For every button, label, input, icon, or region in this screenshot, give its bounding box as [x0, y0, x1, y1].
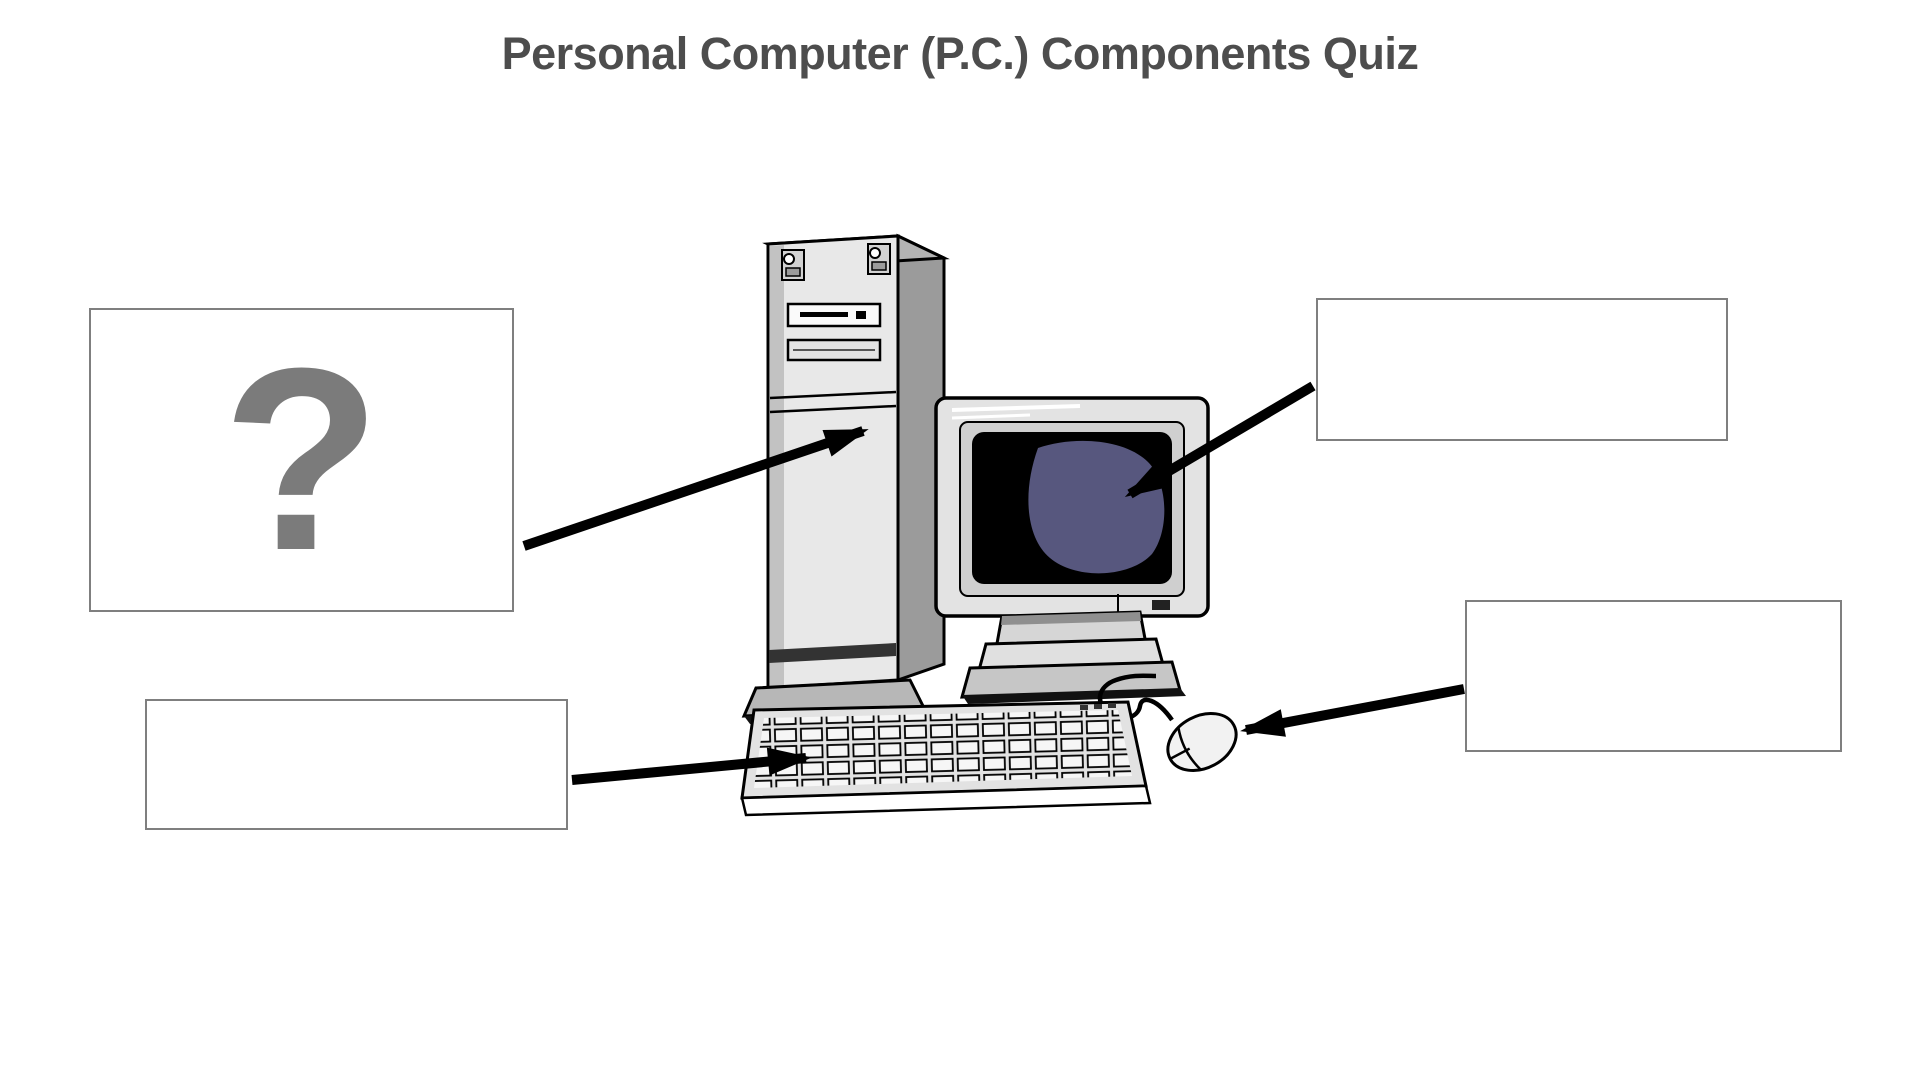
- tower-bracket-left-icon: [781, 249, 805, 281]
- answer-box-question[interactable]: ?: [89, 308, 514, 612]
- monitor-highlight: [951, 413, 1031, 420]
- keyboard-indicator-light: [1108, 703, 1116, 708]
- answer-box-mouse[interactable]: [1465, 600, 1842, 752]
- monitor-screen-glow: [1028, 440, 1165, 574]
- monitor-stand: [960, 610, 1186, 704]
- tower-illustration: [741, 233, 950, 724]
- question-mark: ?: [222, 315, 381, 605]
- tower-bottom-band: [769, 643, 896, 663]
- tower-edge-shade: [770, 245, 784, 687]
- floppy-drive: [786, 302, 882, 328]
- arrow-to-monitor-screen: [1124, 381, 1316, 499]
- tower-seam-line: [769, 390, 897, 400]
- arrow-to-mouse: [1240, 684, 1465, 737]
- arrow-to-tower: [522, 426, 869, 551]
- mouse-body: [1166, 711, 1238, 773]
- page-title: Personal Computer (P.C.) Components Quiz: [501, 28, 1419, 79]
- arrow-to-keyboard: [571, 747, 812, 785]
- monitor-power-button: [1152, 600, 1170, 610]
- keyboard-indicator-light: [1080, 705, 1088, 710]
- answer-box-monitor[interactable]: [1316, 298, 1728, 441]
- keyboard-keys: [754, 710, 1132, 788]
- quiz-arrows: [522, 381, 1465, 785]
- keyboard-front-edge: [740, 784, 1152, 817]
- monitor-highlight: [951, 404, 1081, 412]
- tower-bracket-right-icon: [867, 243, 891, 275]
- cd-drive-bay: [786, 338, 882, 362]
- mouse-button-split: [1169, 747, 1191, 761]
- keyboard-indicator-light: [1094, 704, 1102, 709]
- monitor-illustration: [934, 396, 1210, 704]
- keyboard-illustration: [740, 700, 1152, 817]
- tower-seam-line: [769, 404, 897, 414]
- answer-box-keyboard[interactable]: [145, 699, 568, 830]
